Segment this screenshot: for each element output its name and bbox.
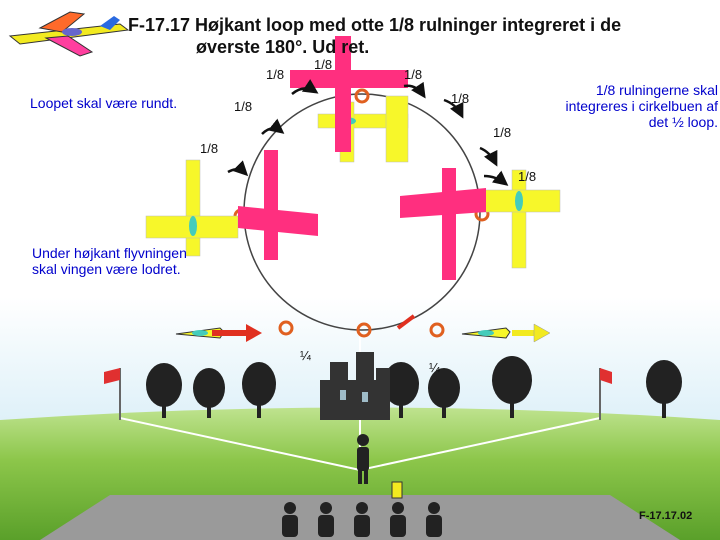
judge-icon bbox=[318, 502, 334, 537]
climb-arrow bbox=[396, 314, 416, 330]
tree-icon bbox=[383, 362, 419, 418]
quarter-label: ¼ bbox=[429, 360, 440, 375]
marker-circle bbox=[354, 88, 370, 104]
pink-plane-right-icon bbox=[400, 168, 486, 280]
judge-marker bbox=[391, 481, 403, 499]
roll-label: 1/8 bbox=[266, 67, 285, 82]
note-knife-edge: Under højkant flyvningen skal vingen vær… bbox=[32, 245, 187, 277]
roll-arrow-icon bbox=[291, 79, 319, 95]
tree-line bbox=[146, 356, 682, 418]
tree-icon bbox=[492, 356, 532, 418]
note-integrate: 1/8 rulningerne skal integreres i cirkel… bbox=[565, 82, 718, 130]
roll-label: 1/8 bbox=[451, 91, 470, 106]
roll-label: 1/8 bbox=[493, 125, 512, 140]
roll-arrow-icon bbox=[479, 146, 498, 167]
roll-label: 1/8 bbox=[314, 57, 333, 72]
tree-icon bbox=[146, 363, 182, 418]
judge-icon bbox=[282, 502, 298, 537]
flag-right bbox=[599, 368, 612, 420]
flag-left bbox=[104, 368, 121, 420]
sightline-right bbox=[359, 417, 601, 471]
exit-plane-icon bbox=[461, 327, 511, 339]
roll-arrows bbox=[227, 79, 509, 186]
title-line-2: øverste 180°. Ud ret. bbox=[196, 37, 370, 57]
sightline-left bbox=[119, 417, 361, 471]
pilot-figure bbox=[357, 434, 369, 484]
figure-code: F-17.17.02 bbox=[639, 510, 693, 522]
tree-icon bbox=[428, 368, 460, 418]
roll-label: 1/8 bbox=[518, 169, 537, 184]
quarter-label: ¼ bbox=[300, 348, 311, 363]
note-round-loop: Loopet skal være rundt. bbox=[30, 95, 178, 111]
castle-icon bbox=[320, 352, 390, 420]
entry-arrow-head bbox=[246, 324, 262, 342]
pink-plane-left-icon bbox=[238, 150, 318, 260]
tree-icon bbox=[193, 368, 225, 418]
logo-plane-icon bbox=[8, 11, 130, 57]
judge-icon bbox=[390, 502, 406, 537]
marker-circle bbox=[356, 322, 372, 338]
tree-icon bbox=[242, 362, 276, 418]
pink-plane-top-icon bbox=[290, 36, 408, 152]
page-title: F-17.17 Højkant loop med otte 1/8 rulnin… bbox=[128, 14, 708, 58]
exit-arrow-head bbox=[533, 323, 551, 343]
roll-label: 1/8 bbox=[404, 67, 423, 82]
tree-icon bbox=[646, 360, 682, 418]
judges-group bbox=[282, 502, 442, 537]
marker-circle bbox=[278, 320, 294, 336]
title-line-1: F-17.17 Højkant loop med otte 1/8 rulnin… bbox=[128, 15, 622, 35]
yellow-plane-right-icon bbox=[477, 169, 561, 269]
yellow-plane-left-icon bbox=[145, 159, 239, 257]
roll-label: 1/8 bbox=[234, 99, 253, 114]
judge-icon bbox=[426, 502, 442, 537]
roll-arrow-icon bbox=[483, 170, 509, 186]
roll-arrow-icon bbox=[261, 118, 285, 135]
roll-arrow-icon bbox=[227, 160, 249, 177]
judge-icon bbox=[354, 502, 370, 537]
roll-arrow-icon bbox=[443, 98, 464, 119]
roll-label: 1/8 bbox=[200, 141, 219, 156]
roll-arrow-icon bbox=[403, 81, 426, 99]
marker-circle bbox=[429, 322, 445, 338]
